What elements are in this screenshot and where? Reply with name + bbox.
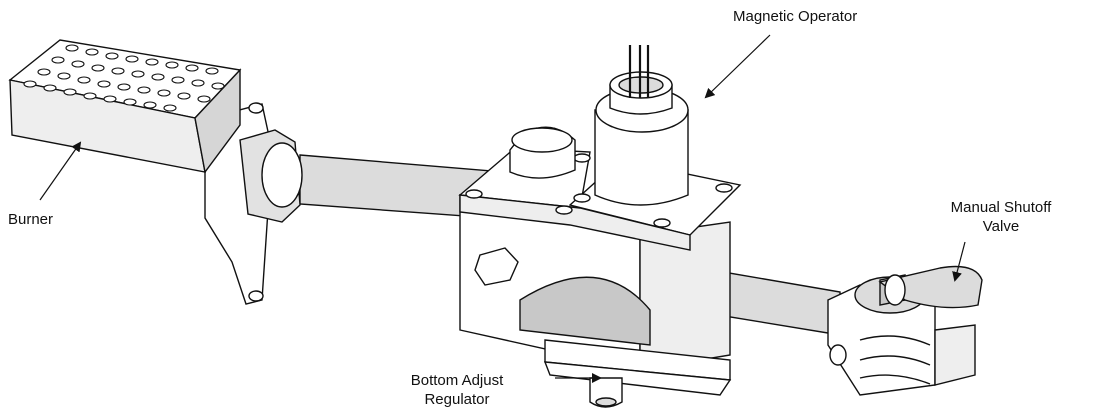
manual-shutoff-valve bbox=[827, 265, 983, 396]
manual-shutoff-label-line1: Manual Shutoff bbox=[950, 199, 1052, 216]
manual-shutoff-valve-label: Manual Shutoff Valve bbox=[946, 198, 1056, 236]
magnetic-operator-label: Magnetic Operator bbox=[733, 8, 858, 25]
burner-arrow bbox=[39, 141, 82, 201]
magnetic-operator-arrow bbox=[704, 34, 771, 99]
valve-body bbox=[459, 194, 732, 396]
burner-label: Burner bbox=[8, 211, 54, 228]
bottom-adjust-label-line2: Regulator bbox=[424, 391, 490, 408]
manual-shutoff-label-line2: Valve bbox=[982, 218, 1020, 235]
burner-flange bbox=[204, 102, 303, 305]
bottom-adjust-label-line1: Bottom Adjust bbox=[410, 372, 504, 389]
manual-shutoff-arrow bbox=[952, 241, 966, 282]
side-hex-plug bbox=[474, 247, 519, 286]
bottom-adjust-regulator-cap bbox=[589, 377, 623, 408]
magnetic-operator-body bbox=[594, 45, 689, 206]
bottom-adjust-regulator-label: Bottom Adjust Regulator bbox=[392, 371, 522, 409]
burner-head bbox=[8, 39, 242, 174]
callout-arrows bbox=[39, 34, 966, 383]
